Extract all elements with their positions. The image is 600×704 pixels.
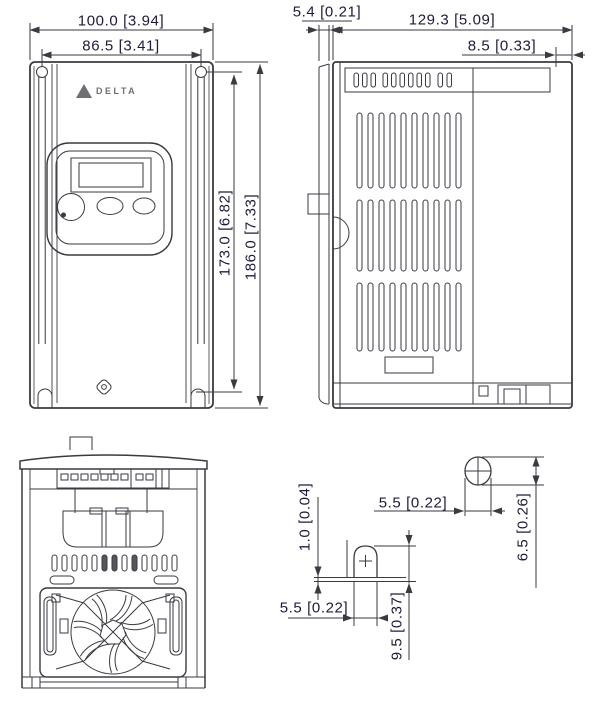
dim-label-side-tab-thickness: 5.4 [0.21] xyxy=(292,3,362,21)
fan-hub xyxy=(99,619,127,645)
delta-logo: DELTA xyxy=(76,84,137,98)
bottom-feet xyxy=(22,676,205,689)
bottom-top-tab xyxy=(69,436,93,450)
dim-label-slot-depth: 9.5 [0.37] xyxy=(388,591,406,661)
front-mounting-slot-left xyxy=(36,66,48,344)
front-mounting-slot-right xyxy=(195,66,207,344)
bottom-terminal-block xyxy=(56,468,170,489)
front-dimension-lines xyxy=(29,23,268,409)
dim-label-slot-width: 5.5 [0.22] xyxy=(279,599,349,617)
dim-label-front-width-outer: 100.0 [3.94] xyxy=(77,12,165,30)
side-nameplate xyxy=(384,356,434,374)
side-plate-notch xyxy=(307,193,329,215)
side-bottom-rail xyxy=(333,382,572,405)
dim-label-front-width-mounting: 86.5 [3.41] xyxy=(82,37,160,55)
slot-base-lines xyxy=(314,577,406,582)
front-bottom-hole xyxy=(96,379,112,395)
dim-label-slot-lip-thickness: 1.0 [0.04] xyxy=(296,482,314,552)
mounting-slot-detail xyxy=(288,497,416,660)
dim-label-hole-width: 5.5 [0.22] xyxy=(378,494,448,512)
keypad-knob-dot xyxy=(61,212,66,218)
bottom-view xyxy=(19,436,208,689)
delta-triangle-icon xyxy=(76,84,92,98)
keypad-button-mid xyxy=(96,197,124,215)
front-heatsink-fins xyxy=(51,64,192,403)
side-vent-group-mid xyxy=(356,199,462,272)
front-view xyxy=(29,61,214,409)
side-view xyxy=(307,61,573,409)
side-outline xyxy=(332,61,573,409)
fan-guard-struts xyxy=(55,594,171,670)
dim-label-side-depth: 129.3 [5.09] xyxy=(408,11,496,29)
hole-center-marks xyxy=(465,457,491,485)
dim-label-hole-height: 6.5 [0.26] xyxy=(514,492,532,562)
keypad-display xyxy=(70,157,152,193)
dim-label-side-rear-depth: 8.5 [0.33] xyxy=(467,37,537,55)
bottom-body-sides xyxy=(21,469,206,688)
dim-label-front-height-mounting: 173.0 [6.82] xyxy=(216,189,234,277)
bottom-vent-row xyxy=(51,554,178,572)
delta-logo-text: DELTA xyxy=(96,86,138,96)
side-dimension-lines xyxy=(302,20,585,67)
bottom-fan xyxy=(39,587,187,678)
side-vent-group-bottom xyxy=(356,282,462,352)
fan-blades xyxy=(73,594,154,673)
keypad-display-window xyxy=(78,162,144,188)
front-inner-edges xyxy=(33,66,210,404)
bottom-lid xyxy=(19,454,208,470)
keypad-knob xyxy=(57,193,85,221)
mounting-hole-detail xyxy=(374,456,544,588)
bottom-tab-left xyxy=(49,575,75,585)
side-vent-group-top xyxy=(356,112,462,189)
dim-label-front-height-outer: 186.0 [7.33] xyxy=(242,193,260,281)
fan-ring xyxy=(70,589,156,675)
slot-bump xyxy=(353,545,378,578)
side-plate-boss xyxy=(332,216,350,250)
slot-center-mark xyxy=(359,555,372,567)
bottom-tab-right xyxy=(153,575,179,585)
front-bottom-keyhole-right xyxy=(190,388,206,408)
front-bottom-keyhole-left xyxy=(37,388,53,408)
bottom-wire-guard xyxy=(62,507,164,548)
side-top-vent-strip xyxy=(344,67,551,93)
side-mounting-plate xyxy=(307,63,350,405)
front-outline xyxy=(29,61,214,409)
keypad-button-right xyxy=(132,197,156,215)
front-keypad xyxy=(46,142,173,256)
